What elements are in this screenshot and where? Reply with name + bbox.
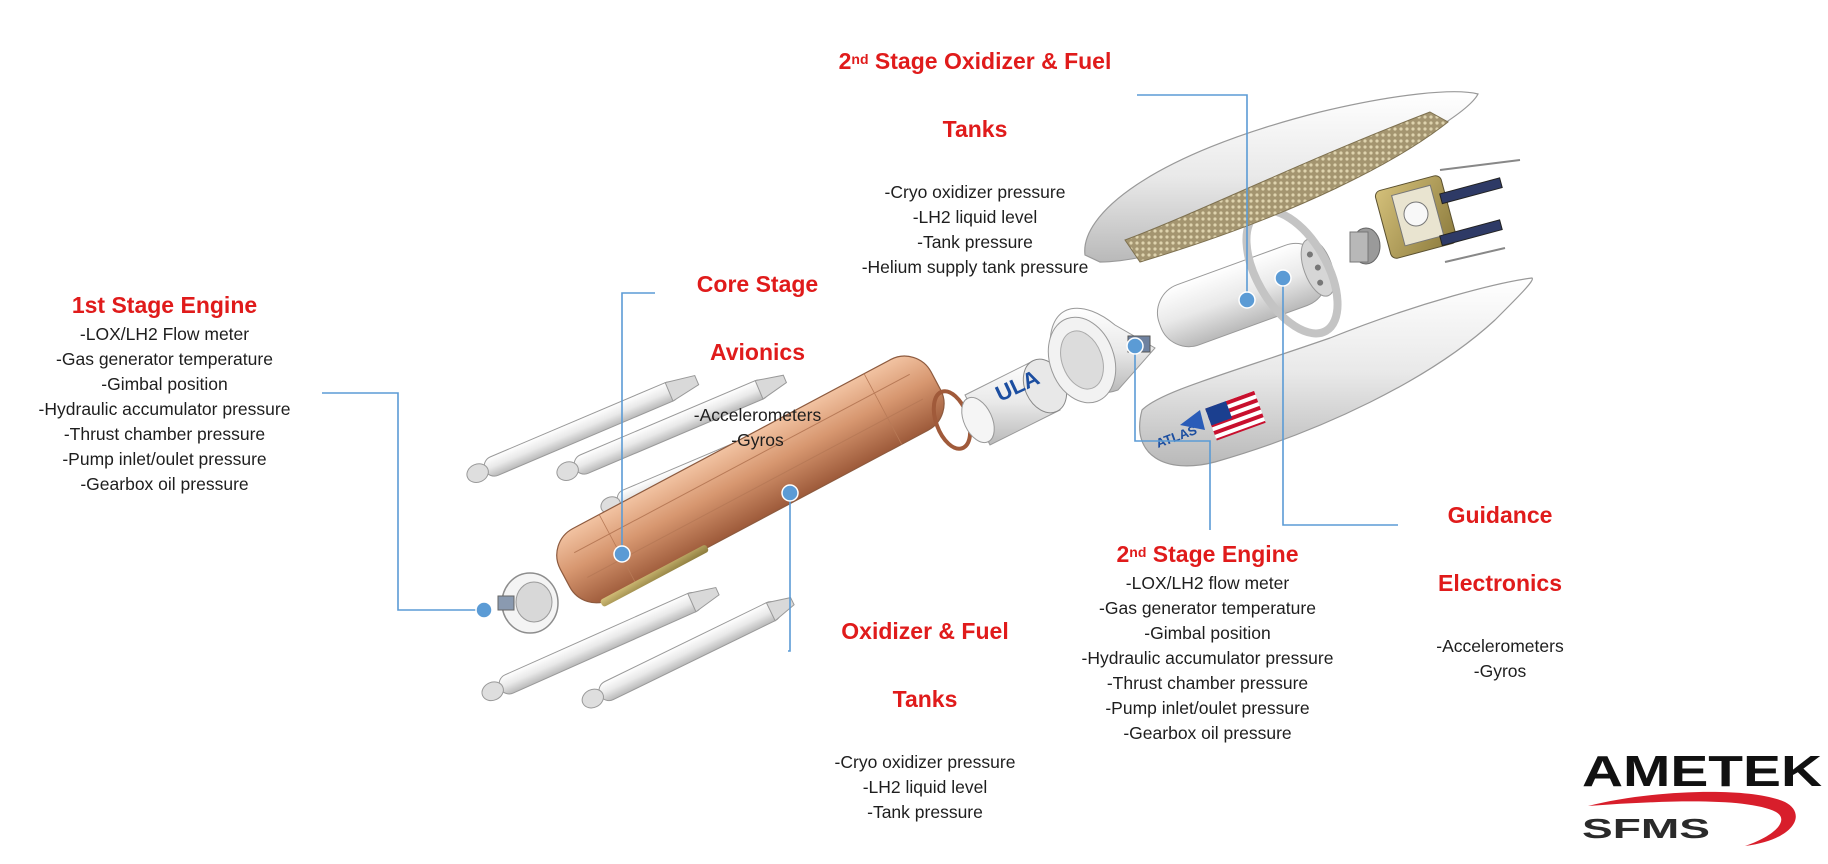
dot-marker-icon bbox=[613, 545, 631, 563]
measurement-item: -Hydraulic accumulator pressure bbox=[38, 399, 291, 419]
measurement-item: -Gas generator temperature bbox=[1099, 598, 1316, 618]
logo-sub: SFMS bbox=[1582, 813, 1710, 844]
callout-first-stage-engine: 1st Stage Engine -LOX/LH2 Flow meter -Ga… bbox=[12, 288, 317, 497]
measurement-item: -Hydraulic accumulator pressure bbox=[1081, 648, 1334, 668]
dot-marker-icon bbox=[1274, 269, 1292, 287]
measurement-item: -LH2 liquid level bbox=[912, 207, 1038, 227]
leader-second-stage-tanks bbox=[1137, 94, 1248, 299]
callout-title: 2nd Stage Oxidizer & Fuel Tanks bbox=[820, 10, 1130, 180]
ordinal-suffix: nd bbox=[1129, 544, 1147, 560]
measurement-list: -LOX/LH2 flow meter -Gas generator tempe… bbox=[1050, 571, 1365, 746]
ametek-sfms-logo: AMETEK SFMS bbox=[1582, 748, 1822, 846]
callout-title-line: Oxidizer & Fuel bbox=[841, 618, 1009, 644]
measurement-item: -Thrust chamber pressure bbox=[1106, 673, 1309, 693]
leader-first-stage-engine bbox=[322, 392, 478, 611]
measurement-item: -Cryo oxidizer pressure bbox=[884, 182, 1066, 202]
callout-title: Core Stage Avionics bbox=[655, 233, 860, 403]
measurement-item: -Thrust chamber pressure bbox=[63, 424, 266, 444]
booster-upper-b bbox=[556, 374, 788, 481]
measurement-item: -LH2 liquid level bbox=[862, 777, 988, 797]
callout-core-stage-avionics: Core Stage Avionics -Accelerometers -Gyr… bbox=[655, 233, 860, 453]
dot-marker-icon bbox=[1126, 337, 1144, 355]
payload-fairing-upper bbox=[1084, 91, 1479, 263]
callout-oxidizer-fuel-tanks: Oxidizer & Fuel Tanks -Cryo oxidizer pre… bbox=[795, 580, 1055, 825]
measurement-item: -Gyros bbox=[1473, 661, 1527, 681]
payload-fairing-lower: ATLAS bbox=[1139, 277, 1533, 467]
measurement-list: -Cryo oxidizer pressure -LH2 liquid leve… bbox=[795, 750, 1055, 825]
measurement-item: -Gearbox oil pressure bbox=[1123, 723, 1292, 743]
callout-title-line: Guidance bbox=[1447, 502, 1553, 528]
dot-marker-icon bbox=[781, 484, 799, 502]
measurement-list: -Accelerometers -Gyros bbox=[655, 403, 860, 453]
measurement-item: -Gearbox oil pressure bbox=[80, 474, 249, 494]
core-stage bbox=[556, 355, 945, 607]
booster-upper-a bbox=[466, 374, 700, 483]
measurement-item: -Cryo oxidizer pressure bbox=[834, 752, 1016, 772]
leader-lines bbox=[322, 94, 1398, 652]
booster-lower-a bbox=[481, 586, 720, 702]
callout-title-line: 2nd Stage Oxidizer & Fuel bbox=[820, 44, 1130, 78]
callout-title: 1st Stage Engine bbox=[71, 292, 258, 318]
leader-guidance-electronics bbox=[1282, 278, 1398, 526]
callout-title-line: Core Stage bbox=[696, 271, 819, 297]
measurement-item: -Tank pressure bbox=[917, 232, 1033, 252]
title-rest: Stage Oxidizer & Fuel bbox=[868, 48, 1112, 74]
leader-core-stage-avionics bbox=[621, 292, 655, 553]
payload-adapter bbox=[1349, 227, 1381, 265]
first-stage-engine bbox=[497, 572, 559, 634]
measurement-item: -Gyros bbox=[731, 430, 784, 450]
dot-marker-icon bbox=[1238, 291, 1256, 309]
leader-second-stage-engine bbox=[1134, 346, 1211, 530]
endpoint-markers bbox=[475, 269, 1292, 619]
ordinal: 2 bbox=[838, 48, 852, 74]
measurement-item: -Accelerometers bbox=[693, 405, 822, 425]
measurement-item: -Gimbal position bbox=[101, 374, 228, 394]
measurement-list: -Cryo oxidizer pressure -LH2 liquid leve… bbox=[820, 180, 1130, 280]
logo-brand: AMETEK bbox=[1582, 748, 1822, 796]
callout-title: 2nd Stage Engine bbox=[1050, 537, 1365, 571]
callout-title-line: Tanks bbox=[892, 686, 958, 712]
dot-marker-icon bbox=[475, 601, 493, 619]
measurement-list: -LOX/LH2 Flow meter -Gas generator tempe… bbox=[12, 322, 317, 497]
callout-title-line: Electronics bbox=[1438, 570, 1562, 596]
satellite bbox=[1374, 159, 1521, 263]
callout-second-stage-engine: 2nd Stage Engine -LOX/LH2 flow meter -Ga… bbox=[1050, 537, 1365, 746]
measurement-item: -LOX/LH2 flow meter bbox=[1125, 573, 1290, 593]
leader-oxidizer-fuel-tanks bbox=[788, 494, 791, 652]
measurement-item: -LOX/LH2 Flow meter bbox=[79, 324, 250, 344]
callout-guidance-electronics: Guidance Electronics -Accelerometers -Gy… bbox=[1400, 464, 1600, 684]
measurement-item: -Gimbal position bbox=[1144, 623, 1271, 643]
us-flag-icon bbox=[1205, 390, 1266, 441]
booster-lower-b bbox=[581, 597, 795, 709]
callout-second-stage-tanks: 2nd Stage Oxidizer & Fuel Tanks -Cryo ox… bbox=[820, 10, 1130, 280]
ordinal-suffix: nd bbox=[851, 51, 869, 67]
callout-title-line: Tanks bbox=[942, 116, 1008, 142]
callout-title: Guidance Electronics bbox=[1400, 464, 1600, 634]
ordinal: 2 bbox=[1116, 541, 1130, 567]
measurement-item: -Tank pressure bbox=[867, 802, 983, 822]
measurement-item: -Helium supply tank pressure bbox=[861, 257, 1089, 277]
callout-title: Oxidizer & Fuel Tanks bbox=[795, 580, 1055, 750]
second-stage-nozzle bbox=[1047, 307, 1156, 404]
callout-title-line: Avionics bbox=[709, 339, 805, 365]
measurement-item: -Pump inlet/oulet pressure bbox=[1105, 698, 1310, 718]
measurement-item: -Gas generator temperature bbox=[56, 349, 273, 369]
title-rest: Stage Engine bbox=[1146, 541, 1299, 567]
measurement-list: -Accelerometers -Gyros bbox=[1400, 634, 1600, 684]
measurement-item: -Pump inlet/oulet pressure bbox=[62, 449, 267, 469]
measurement-item: -Accelerometers bbox=[1436, 636, 1564, 656]
